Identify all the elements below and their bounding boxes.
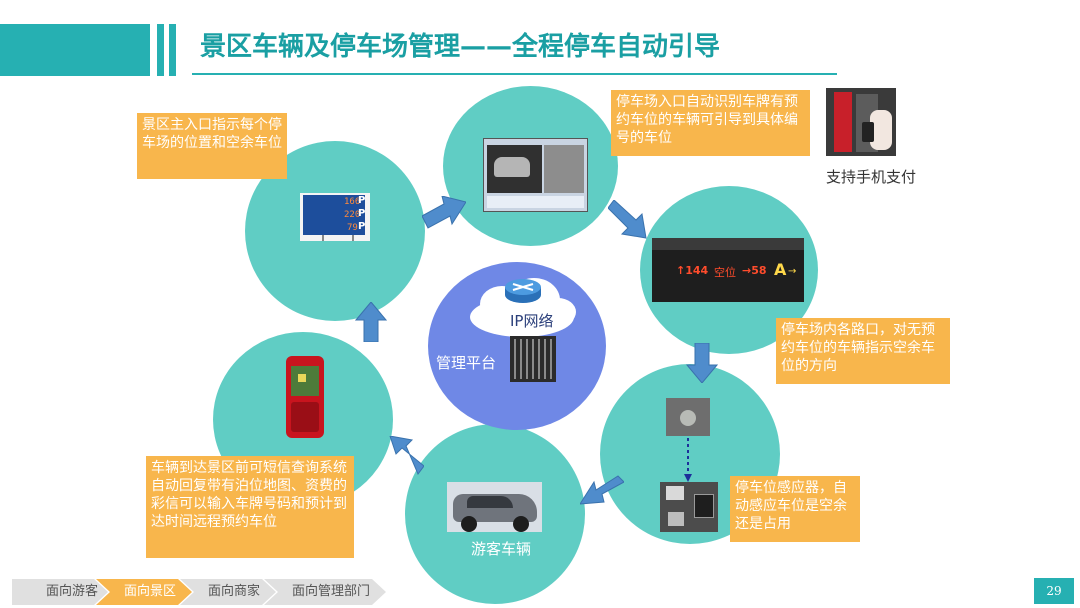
mobile-pay-label: 支持手机支付 [826,168,917,186]
page-title: 景区车辆及停车场管理——全程停车自动引导 [200,32,721,62]
sign-value: 220 [344,210,361,220]
connector-dashed-arrow [684,438,692,482]
flow-arrow-icon [389,436,424,475]
page-number: 29 [1034,578,1074,604]
flow-arrow-icon [355,302,387,342]
led-free-label: 空位 [714,266,736,279]
callout-sms: 车辆到达景区前可短信查询系统自动回复带有泊位地图、资费的彩信可以输入车牌号码和预… [146,456,354,558]
title-underline [192,73,837,75]
sign-value: 166 [344,197,361,207]
nav-tab-management[interactable]: 面向管理部门 [264,579,386,605]
led-count-left: ↑144 [676,264,709,277]
header-bar [157,24,164,76]
tourist-car-photo [447,482,542,532]
server-icon [510,336,556,382]
sign-value: 79 [347,223,358,233]
callout-entrance: 景区主入口指示每个停车场的位置和空余车位 [137,113,287,179]
network-label: IP网络 [510,312,554,330]
parking-sensor-photo [666,398,710,436]
router-icon [505,279,541,303]
callout-plate-recognition: 停车场入口自动识别车牌有预约车位的车辆可引导到具体编号的车位 [611,90,810,156]
led-sign-photo: ↑144 空位 →58 A → [652,238,804,302]
header-banner [0,24,150,76]
parking-lot-photo [660,482,718,532]
nav-tab-scenic-area[interactable]: 面向景区 [96,579,192,605]
flow-arrow-icon [422,196,466,229]
header-bar [169,24,176,76]
callout-sensor: 停车位感应器，自动感应车位是空余还是占用 [730,476,860,542]
platform-label: 管理平台 [436,354,497,372]
flow-arrow-icon [580,475,624,505]
led-count-right: →58 [742,264,767,277]
flow-arrow-icon [686,343,718,383]
nav-tab-tourists[interactable]: 面向游客 [12,579,108,605]
tourist-car-label: 游客车辆 [471,540,532,558]
guide-sign-photo: 166 220 79 P P P [300,193,370,241]
plate-recognition-screenshot [483,138,588,212]
mobile-phone-photo [286,356,324,438]
flow-arrow-icon [608,200,647,239]
callout-intersection: 停车场内各路口，对无预约车位的车辆指示空余车位的方向 [776,318,950,384]
nav-tab-merchants[interactable]: 面向商家 [180,579,276,605]
mobile-payment-photo [826,88,896,156]
